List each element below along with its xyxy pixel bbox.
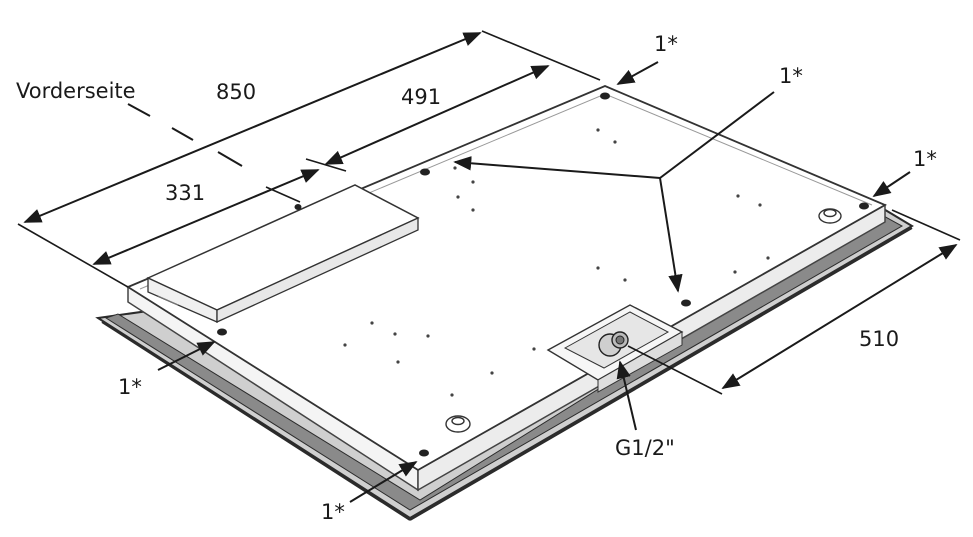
marker-right: 1*: [913, 147, 937, 171]
label-front-side: Vorderseite: [16, 79, 136, 103]
marker-top: 1*: [654, 32, 678, 56]
label-fitting: G1/2": [615, 436, 675, 460]
label-dim-491: 491: [401, 85, 442, 109]
marker-top-right: 1*: [779, 64, 803, 88]
label-dim-510: 510: [859, 327, 900, 351]
label-dim-850: 850: [216, 80, 257, 104]
front-side-indicator: [127, 103, 243, 167]
marker-bottom: 1*: [321, 500, 345, 524]
dimension-lines: [17, 30, 961, 395]
dim-510-line: [721, 244, 958, 389]
dim-331-line: [92, 169, 320, 265]
label-dim-331: 331: [165, 181, 206, 205]
pointer-arrows: [157, 61, 911, 503]
marker-left: 1*: [118, 375, 142, 399]
dim-491-line: [324, 65, 550, 165]
round-bosses: [445, 208, 842, 433]
